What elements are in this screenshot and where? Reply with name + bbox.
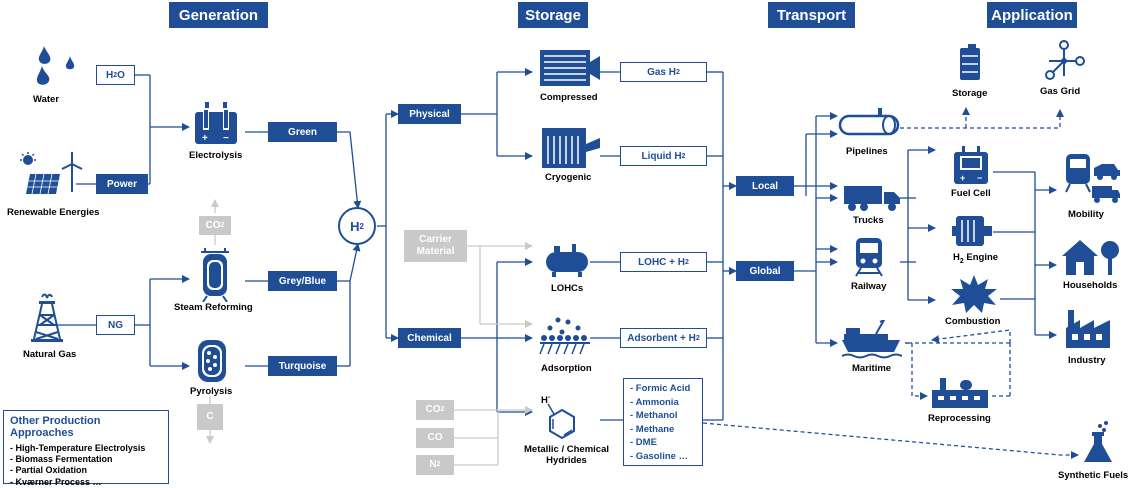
hydride-h-label: H- [541, 394, 551, 407]
list-item: - Partial Oxidation [10, 465, 88, 476]
steam-reforming-icon [201, 248, 229, 302]
gas-rig-icon [31, 293, 63, 342]
maritime-label: Maritime [852, 363, 892, 374]
gas-grid-label: Gas Grid [1040, 86, 1081, 97]
local-transport-box: Local [736, 176, 794, 196]
natural-gas-label: Natural Gas [23, 349, 77, 360]
list-item: - Methane [630, 423, 675, 435]
industry-label: Industry [1068, 355, 1106, 366]
turquoise-hydrogen-box: Turquoise [268, 356, 337, 376]
compressed-storage-icon [540, 50, 600, 86]
power-box: Power [96, 174, 148, 194]
list-item: - Gasoline … [630, 450, 689, 462]
other-production-approaches: Other Production Approaches - High-Tempe… [3, 410, 169, 487]
lohc-tank-icon [546, 244, 588, 277]
svg-text:−: − [223, 133, 229, 144]
list-item: - DME [630, 437, 657, 449]
fuel-cell-icon: +− [954, 146, 988, 184]
water-drops-icon [36, 46, 75, 85]
list-item: - Kværner Process … [10, 476, 102, 487]
combustion-label: Combustion [945, 316, 1001, 327]
hydride-molecule-icon [547, 403, 575, 440]
storage-tank-icon [960, 44, 980, 80]
green-hydrogen-box: Green [268, 122, 337, 142]
pipeline-icon [838, 108, 900, 136]
steam-reforming-label: Steam Reforming [174, 302, 253, 313]
lohcs-label: LOHCs [551, 283, 584, 294]
households-label: Households [1063, 280, 1118, 291]
renewables-label: Renewable Energies [7, 207, 100, 218]
header-transport: Transport [768, 2, 855, 28]
electrolysis-icon: +− [195, 102, 237, 144]
ship-icon [841, 320, 902, 359]
svg-text:+: + [960, 173, 965, 183]
chemical-storage-box: Chemical [398, 328, 461, 348]
header-application: Application [987, 2, 1077, 28]
fuel-cell-label: Fuel Cell [951, 188, 991, 199]
reprocessing-plant-icon [932, 378, 988, 408]
electrolysis-label: Electrolysis [189, 150, 243, 161]
list-item: - Biomass Fermentation [10, 454, 113, 465]
train-icon [855, 238, 883, 277]
physical-storage-box: Physical [398, 104, 461, 124]
reprocessing-label: Reprocessing [928, 413, 991, 424]
h2-engine-icon [952, 216, 992, 246]
list-item: - Ammonia [630, 396, 679, 408]
trucks-label: Trucks [853, 215, 884, 226]
list-item: - Methanol [630, 410, 678, 422]
h2-engine-label: H2 Engine [953, 252, 999, 265]
header-generation: Generation [169, 2, 268, 28]
other-approaches-title: Other Production Approaches [10, 415, 101, 439]
list-item: - High-Temperature Electrolysis [10, 443, 146, 453]
synthetic-fuels-label: Synthetic Fuels [1058, 470, 1129, 481]
combustion-icon [951, 275, 997, 313]
grey-blue-hydrogen-box: Grey/Blue [268, 271, 337, 291]
synthetic-fuels-icon [1084, 421, 1112, 462]
households-icon [1062, 240, 1119, 275]
cryogenic-label: Cryogenic [545, 172, 592, 183]
global-transport-box: Global [736, 261, 794, 281]
gas-grid-icon [1045, 40, 1085, 80]
header-storage: Storage [518, 2, 588, 28]
pipelines-label: Pipelines [846, 146, 888, 157]
co-input-box: CO [416, 428, 454, 448]
mobility-icon [1065, 154, 1120, 203]
svg-text:+: + [202, 133, 208, 144]
list-item: - Formic Acid [630, 383, 691, 394]
renewable-energy-icon [20, 152, 83, 195]
adsorption-icon [539, 317, 590, 355]
carbon-byproduct-box: C [197, 404, 223, 430]
storage-app-label: Storage [952, 88, 988, 99]
railway-label: Railway [851, 281, 887, 292]
pyrolysis-icon [198, 340, 226, 382]
truck-icon [844, 186, 900, 211]
compressed-label: Compressed [540, 92, 598, 103]
hydride-products-list: - Formic Acid - Ammonia - Methanol - Met… [623, 378, 703, 466]
industry-icon [1066, 310, 1110, 348]
svg-text:−: − [977, 173, 982, 183]
cryogenic-storage-icon [542, 128, 600, 168]
ng-box: NG [96, 315, 135, 335]
water-label: Water [33, 94, 60, 105]
adsorption-label: Adsorption [541, 363, 592, 374]
mobility-label: Mobility [1068, 209, 1104, 220]
pyrolysis-label: Pyrolysis [190, 386, 233, 397]
